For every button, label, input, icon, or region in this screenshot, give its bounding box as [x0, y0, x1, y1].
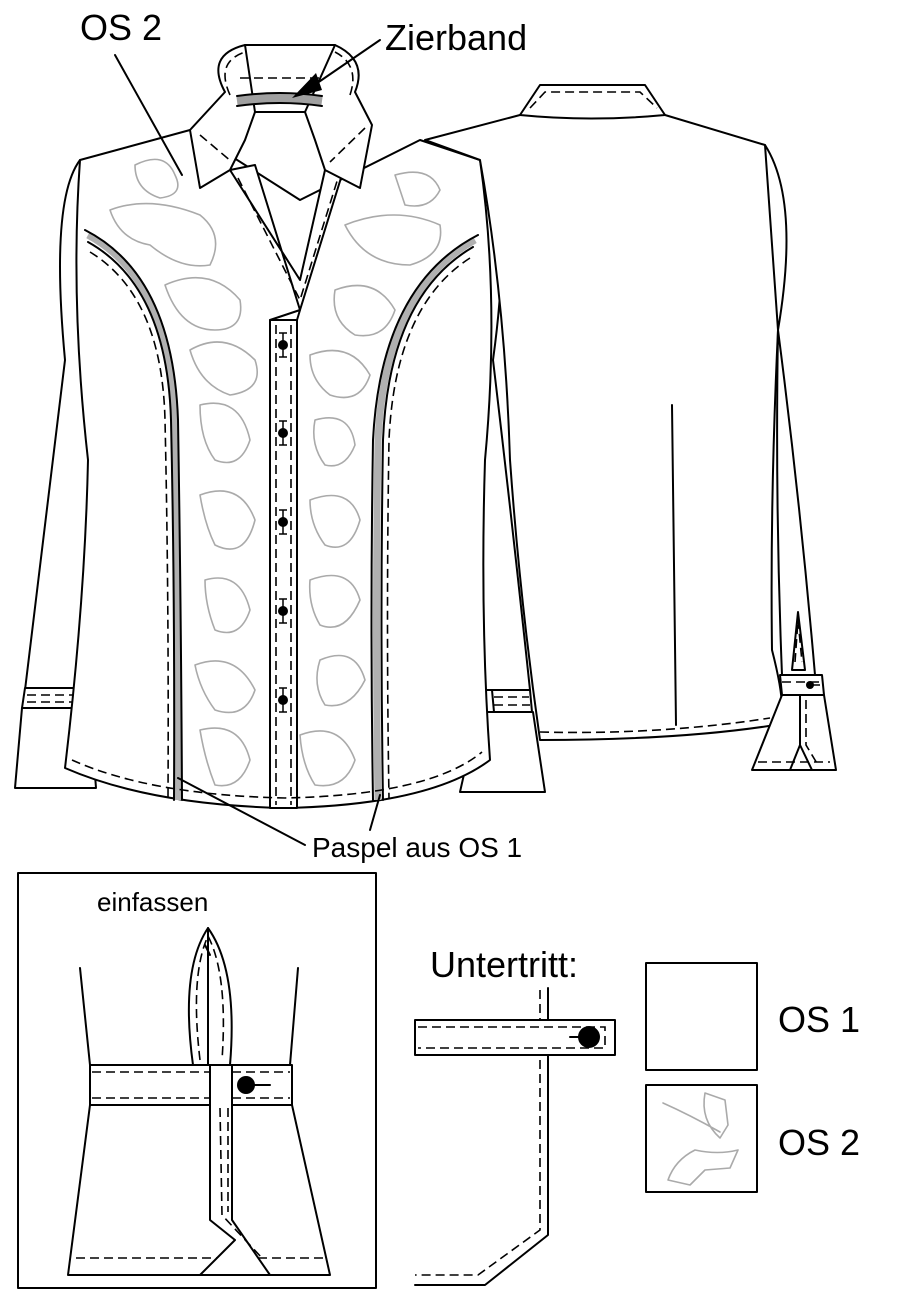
blouse-back-view	[424, 84, 837, 771]
einfassen-label: einfassen	[97, 887, 208, 917]
paspel-leader-line	[369, 794, 381, 831]
zierband-label: Zierband	[385, 17, 527, 58]
os1-swatch	[645, 962, 758, 1071]
button	[278, 420, 288, 446]
fabric-swatches-legend	[645, 962, 758, 1193]
zierband-ribbon	[236, 93, 323, 106]
button	[278, 598, 288, 624]
front-collar	[189, 44, 373, 189]
front-buttons	[278, 332, 288, 713]
os2-leader-line	[114, 54, 183, 176]
os2-swatch-label: OS 2	[778, 1122, 860, 1163]
untertritt-detail	[414, 987, 616, 1286]
fabric-texture-os2	[109, 158, 442, 787]
os2-label: OS 2	[80, 7, 162, 48]
paspel-leader-line	[177, 777, 306, 846]
button	[278, 687, 288, 713]
princess-seam-piping	[84, 229, 479, 801]
detail-cuff-placket-box	[17, 872, 377, 1289]
zierband-arrowhead	[292, 73, 322, 98]
blouse-front-view	[14, 39, 546, 846]
zierband-leader-line	[309, 39, 381, 89]
button-placket	[269, 309, 301, 809]
back-right-sleeve	[764, 144, 816, 676]
button	[278, 332, 288, 358]
untertritt-label: Untertritt:	[430, 944, 578, 985]
os1-swatch-label: OS 1	[778, 999, 860, 1040]
button	[278, 509, 288, 535]
paspel-label: Paspel aus OS 1	[312, 832, 522, 863]
os2-swatch	[645, 1084, 758, 1193]
